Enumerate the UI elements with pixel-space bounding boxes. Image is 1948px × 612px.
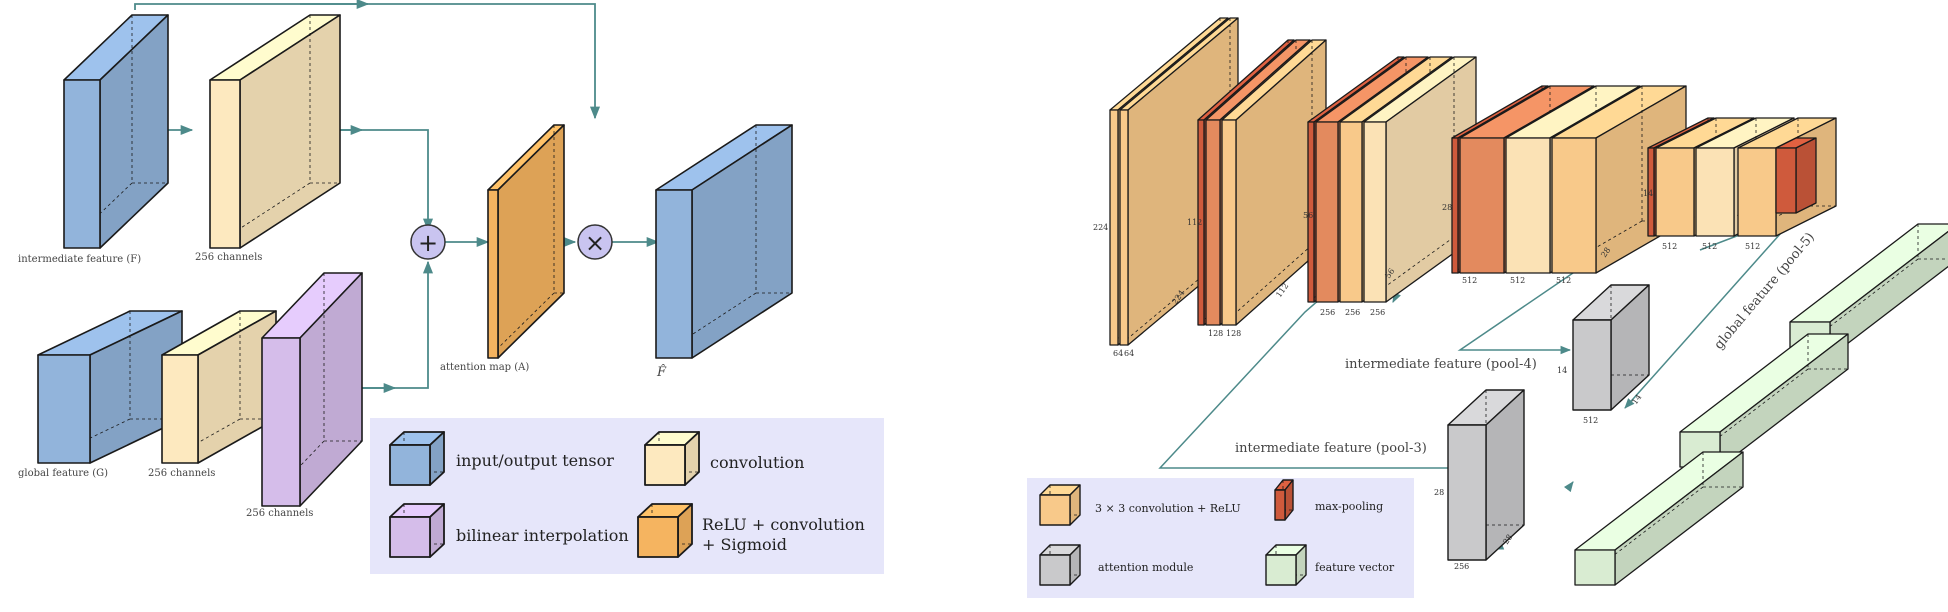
b4-height: 28 (1442, 203, 1452, 212)
b2-height: 112 (1187, 218, 1202, 227)
legend-icon-conv-relu (1039, 484, 1081, 526)
attention-module-pool3 (1447, 389, 1525, 561)
attention-map-tensor (487, 124, 565, 359)
channels-label-purple: 256 channels (246, 508, 313, 519)
att3-channels: 256 (1454, 562, 1469, 571)
attention-map-label: attention map (A) (440, 362, 529, 373)
output-label: F̂ (656, 364, 667, 380)
feature-vector-pool3 (1574, 451, 1744, 586)
legend-icon-attention (1039, 544, 1081, 586)
legend-convolution: convolution (710, 453, 804, 472)
output-tensor (655, 124, 793, 359)
feature-vector-pool4 (1679, 333, 1849, 468)
pool4-line (1457, 257, 1596, 355)
channels-label-bottom: 256 channels (148, 468, 215, 479)
b5-height: 14 (1643, 189, 1653, 198)
left-legend: input/output tensor convolution bilinear… (370, 418, 884, 574)
att4-size: 14 (1557, 366, 1567, 375)
b4-ch3: 512 (1556, 276, 1571, 285)
legend-icon-feature (1265, 544, 1307, 586)
global-feature-label: global feature (G) (18, 468, 108, 479)
b5-ch1: 512 (1662, 242, 1677, 251)
att4-channels: 512 (1583, 416, 1598, 425)
legend-attention-module: attention module (1098, 561, 1193, 574)
b4-ch1: 512 (1462, 276, 1477, 285)
conv-tensor-bottom (161, 310, 277, 464)
legend-feature-vector: feature vector (1315, 561, 1395, 574)
vgg-attention-network: 224 224 64 64 112 112 128 128 56 56 256 … (1027, 17, 1948, 598)
pool4-label: intermediate feature (pool-4) (1345, 357, 1537, 372)
intermediate-feature-label: intermediate feature (F) (18, 254, 141, 265)
b2-ch2: 128 (1226, 329, 1241, 338)
legend-max-pooling: max-pooling (1315, 500, 1383, 513)
connections (110, 0, 660, 394)
b1-ch2: 64 (1124, 349, 1134, 358)
multiply-symbol: × (585, 229, 605, 257)
channels-label-top: 256 channels (195, 252, 262, 263)
legend-relu-line2: + Sigmoid (702, 535, 787, 554)
feature-arrow (1563, 481, 1574, 493)
b3-ch3: 256 (1370, 308, 1385, 317)
legend-input-output: input/output tensor (456, 451, 614, 470)
legend-icon-bilinear (389, 503, 445, 558)
global-feature-tensor (37, 310, 183, 464)
pool5-tensor (1775, 137, 1817, 214)
attention-module-diagram: + × intermediate feature (F) 256 channel… (18, 0, 884, 574)
b1-ch1: 64 (1113, 349, 1123, 358)
legend-icon-convolution (644, 431, 700, 486)
b5-ch2: 512 (1702, 242, 1717, 251)
b3-ch2: 256 (1345, 308, 1360, 317)
legend-bilinear: bilinear interpolation (456, 526, 629, 545)
b3-ch1: 256 (1320, 308, 1335, 317)
multiply-operator: × (577, 224, 613, 260)
legend-icon-relu-sigmoid (637, 503, 693, 558)
att4-depth: 14 (1630, 393, 1643, 407)
b4-ch2: 512 (1510, 276, 1525, 285)
right-legend: 3 × 3 convolution + ReLU max-pooling att… (1027, 478, 1414, 598)
legend-relu-line1: ReLU + convolution (702, 515, 865, 534)
legend-icon-input-output (389, 431, 445, 486)
attention-module-pool4 (1572, 284, 1650, 411)
add-operator: + (410, 224, 446, 260)
conv-tensor-top (209, 14, 341, 249)
att3-size: 28 (1434, 488, 1444, 497)
b3-height: 56 (1303, 211, 1313, 220)
b1-height: 224 (1093, 223, 1108, 232)
pool3-down-arrow (1392, 291, 1401, 303)
interpolated-tensor (261, 272, 363, 507)
pool3-label: intermediate feature (pool-3) (1235, 441, 1427, 456)
add-symbol: + (418, 229, 438, 257)
b2-ch1: 128 (1208, 329, 1223, 338)
global-line (1624, 214, 1798, 409)
conv3-3-tensor (1363, 56, 1477, 303)
skip-connection-arrow (134, 3, 601, 120)
legend-icon-max-pooling (1274, 479, 1294, 521)
intermediate-feature-tensor (63, 14, 169, 249)
b5-ch3: 512 (1745, 242, 1760, 251)
legend-conv-relu: 3 × 3 convolution + ReLU (1095, 502, 1241, 515)
